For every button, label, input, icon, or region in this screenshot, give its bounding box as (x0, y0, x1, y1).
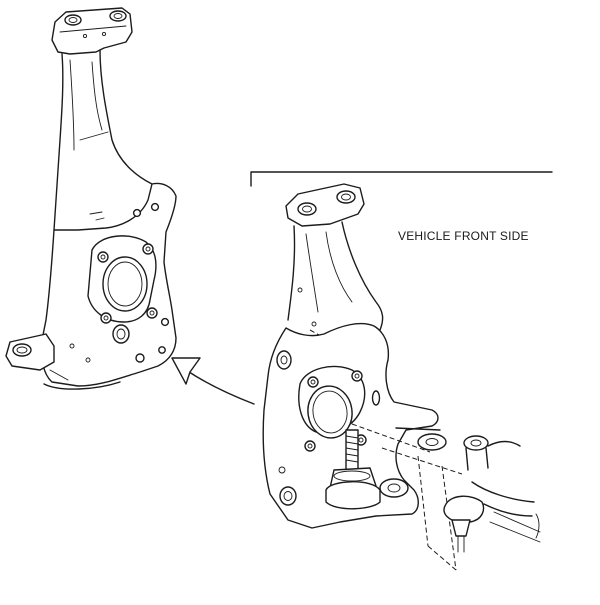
direction-arrow (171, 357, 255, 405)
steering-knuckle-left (5, 7, 177, 390)
vehicle-front-side-label: VEHICLE FRONT SIDE (398, 229, 529, 243)
frame-line (250, 171, 553, 187)
steering-knuckle-right (262, 183, 463, 571)
tie-rod-end (443, 435, 541, 553)
